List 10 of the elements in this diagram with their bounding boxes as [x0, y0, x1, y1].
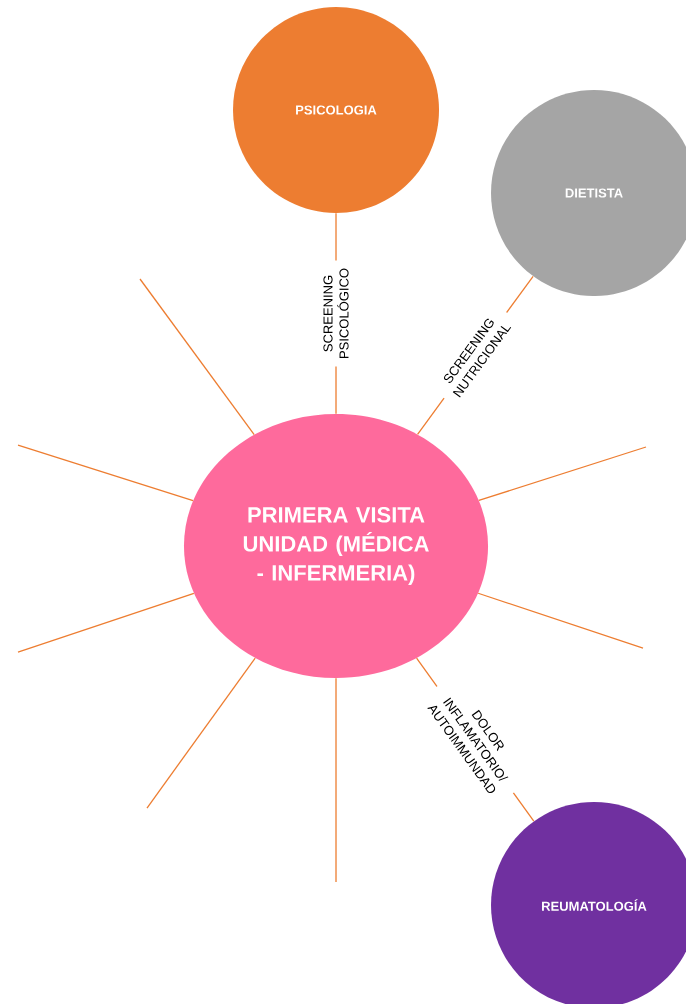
connector-line	[478, 446, 647, 502]
connector-line	[139, 278, 255, 436]
connector-line	[17, 444, 194, 502]
connector-line	[17, 592, 195, 653]
circle-node: PSICOLOGIA	[233, 7, 439, 213]
connector-line	[335, 677, 337, 883]
connector-line	[477, 592, 644, 649]
edge-label: SCREENING PSICOLÓGICO	[320, 260, 352, 367]
ellipse-node: PRIMERA VISITA UNIDAD (MÉDICA - INFERMERIA)	[183, 414, 489, 678]
connector-line	[146, 657, 256, 809]
